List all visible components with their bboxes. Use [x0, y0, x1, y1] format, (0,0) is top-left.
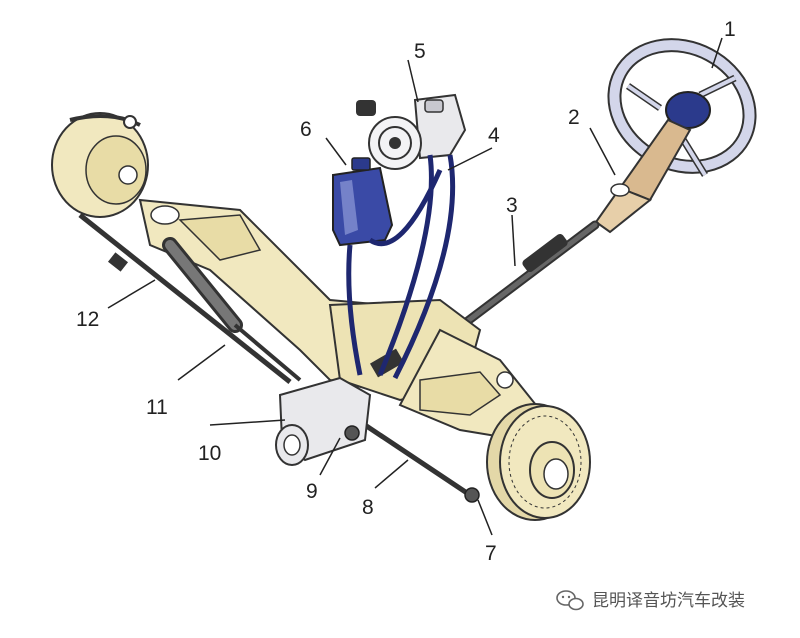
label-10: 10: [198, 442, 221, 465]
callout-labels: 1 2 3 4 5 6 7 8 9 10 11 12: [76, 18, 736, 565]
label-11: 11: [146, 396, 168, 419]
power-steering-pump: [356, 93, 467, 170]
label-5: 5: [414, 40, 426, 63]
label-3: 3: [506, 194, 518, 217]
label-6: 6: [300, 118, 312, 141]
label-9: 9: [306, 480, 318, 503]
steering-column: [594, 118, 692, 234]
steering-wheel: [607, 38, 757, 177]
wechat-icon: [556, 590, 584, 611]
label-2: 2: [568, 106, 580, 129]
label-1: 1: [724, 18, 736, 41]
drag-link: [348, 412, 480, 503]
label-4: 4: [488, 124, 500, 147]
label-8: 8: [362, 496, 374, 519]
fluid-reservoir: [332, 157, 394, 247]
label-7: 7: [485, 542, 497, 565]
tie-rod: [78, 213, 292, 384]
wheel-hub-right: [486, 403, 591, 521]
leader-lines: [107, 37, 723, 536]
steering-damper: [162, 237, 302, 382]
hydraulic-hoses: [346, 154, 456, 380]
watermark: 昆明译音坊汽车改装: [556, 590, 745, 611]
watermark-text: 昆明译音坊汽车改装: [592, 591, 745, 611]
label-12: 12: [76, 308, 99, 331]
